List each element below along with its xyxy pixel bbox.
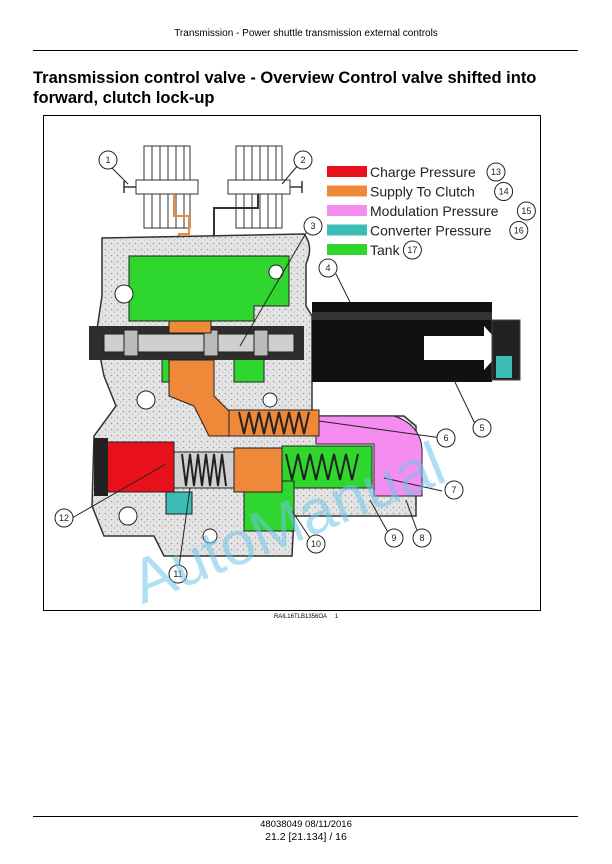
page-title: Transmission control valve - Overview Co… xyxy=(33,69,537,107)
callout-number: 12 xyxy=(59,513,69,523)
footer-doc-date: 48038049 08/11/2016 xyxy=(260,819,352,830)
legend-label: Modulation Pressure xyxy=(370,203,499,219)
callout-number: 7 xyxy=(451,485,456,495)
callout-circle xyxy=(54,508,74,528)
callout-4: 4 xyxy=(318,258,338,278)
callout-7: 7 xyxy=(444,480,464,500)
callout-circle xyxy=(293,150,313,170)
legend-label: Tank xyxy=(370,242,401,258)
clutch-pack-2 xyxy=(227,145,303,229)
callout-circle xyxy=(318,258,338,278)
callout-1: 1 xyxy=(98,150,118,170)
legend-callout-number: 13 xyxy=(491,167,501,177)
legend-label: Converter Pressure xyxy=(370,223,492,239)
legend-swatch xyxy=(327,166,367,177)
legend-label: Supply To Clutch xyxy=(370,184,475,200)
callout-circle xyxy=(472,418,492,438)
legend-swatch xyxy=(327,205,367,216)
legend-swatch xyxy=(327,224,367,236)
legend-callout-number: 15 xyxy=(521,206,531,216)
callout-number: 8 xyxy=(419,533,424,543)
legend-swatch xyxy=(327,185,367,197)
callout-circle xyxy=(303,216,323,236)
callout-circle xyxy=(168,564,188,584)
callout-12: 12 xyxy=(54,508,74,528)
legend-item: Charge Pressure 13 xyxy=(327,162,506,182)
legend-item: Supply To Clutch 14 xyxy=(327,182,514,201)
callout-6: 6 xyxy=(436,428,456,448)
callout-number: 9 xyxy=(391,533,396,543)
footer-rule xyxy=(33,816,578,817)
callout-circle xyxy=(98,150,118,170)
legend-item: Tank 17 xyxy=(327,240,422,260)
callout-2: 2 xyxy=(293,150,313,170)
legend-callout-circle xyxy=(486,162,506,182)
legend-callout-number: 14 xyxy=(499,187,509,197)
solenoid xyxy=(312,302,521,382)
caption-number: 1 xyxy=(334,614,339,620)
figure-caption: RAIL16TLB1356OA 1 xyxy=(0,614,612,620)
callout-circle xyxy=(436,428,456,448)
clutch-pack-1 xyxy=(123,145,199,229)
page-header: Transmission - Power shuttle transmissio… xyxy=(174,28,438,39)
legend-item: Converter Pressure 16 xyxy=(327,221,529,240)
legend-callout-number: 17 xyxy=(407,245,417,255)
footer-page-ref: 21.2 [21.134] / 16 xyxy=(265,831,347,843)
callout-number: 10 xyxy=(311,539,321,549)
callout-circle xyxy=(306,534,326,554)
callout-10: 10 xyxy=(306,534,326,554)
callout-number: 1 xyxy=(105,155,110,165)
callout-8: 8 xyxy=(412,528,432,548)
callout-number: 2 xyxy=(300,155,305,165)
legend-callout-circle xyxy=(402,240,422,260)
legend-callout-number: 16 xyxy=(514,226,524,236)
legend-swatch xyxy=(327,244,367,255)
callout-number: 6 xyxy=(443,433,448,443)
callout-circle xyxy=(412,528,432,548)
callout-number: 11 xyxy=(173,569,182,579)
callout-number: 5 xyxy=(479,423,484,433)
legend-callout-circle xyxy=(516,201,536,221)
callout-9: 9 xyxy=(384,528,404,548)
legend-item: Modulation Pressure 15 xyxy=(327,201,536,221)
callout-11: 11 xyxy=(168,564,188,584)
caption-code: RAIL16TLB1356OA xyxy=(273,614,328,620)
legend-label: Charge Pressure xyxy=(370,164,476,180)
callout-5: 5 xyxy=(472,418,492,438)
callout-number: 4 xyxy=(325,263,330,273)
legend-callout-circle xyxy=(494,182,514,201)
callout-circle xyxy=(444,480,464,500)
legend-callout-circle xyxy=(509,221,529,240)
callout-number: 3 xyxy=(310,221,315,231)
header-rule xyxy=(33,50,578,51)
callout-3: 3 xyxy=(303,216,323,236)
callout-circle xyxy=(384,528,404,548)
